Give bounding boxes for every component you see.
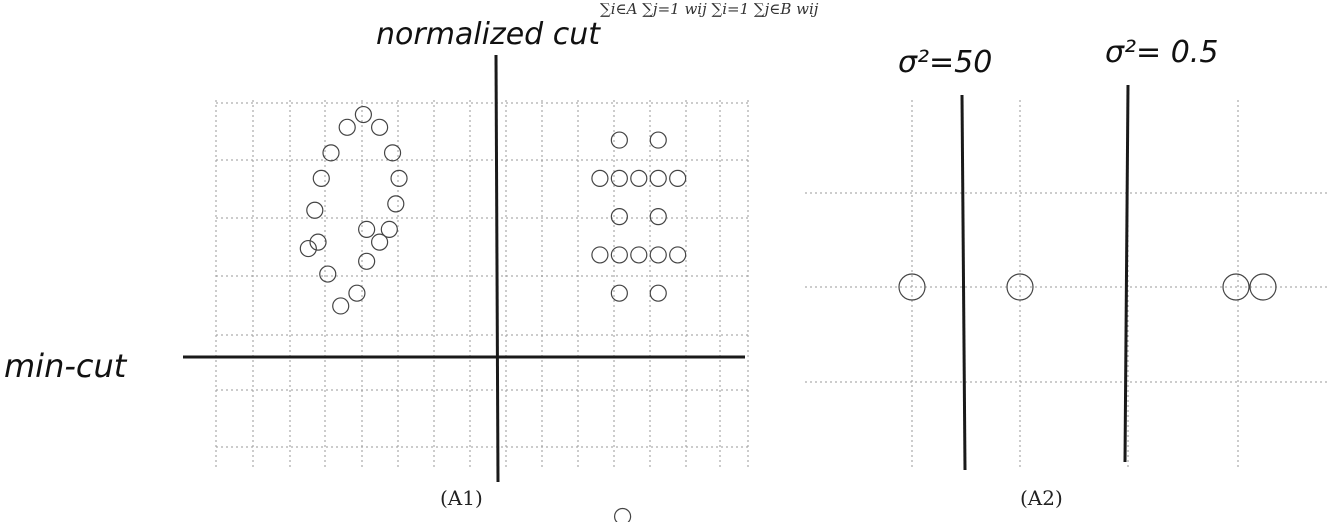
cut-line-sigma-05 <box>1123 84 1130 463</box>
sigma-50-label: σ²=50 <box>898 45 992 80</box>
a1-data-point <box>380 220 398 238</box>
a1-data-point <box>371 233 389 251</box>
a1-data-point <box>630 169 648 187</box>
a1-data-point <box>591 246 609 264</box>
a1-data-point <box>649 131 667 149</box>
top-formula: ∑i∈A ∑j=1 wij ∑i=1 ∑j∈B wij <box>600 0 819 18</box>
cut-line-sigma-50 <box>960 94 967 471</box>
a1-data-point <box>610 246 628 264</box>
a1-data-point <box>338 118 356 136</box>
a1-data-point <box>591 169 609 187</box>
a1-data-point <box>649 284 667 302</box>
a1-data-point <box>332 297 350 315</box>
a2-data-point <box>1222 273 1250 301</box>
a1-data-point <box>354 105 372 124</box>
a1-data-point <box>610 169 628 187</box>
normalized-cut-label: normalized cut <box>376 17 601 52</box>
a1-data-point <box>669 169 687 187</box>
a2-data-point <box>898 273 926 301</box>
caption-a1: (A1) <box>440 486 483 510</box>
panel-a1-points <box>299 105 687 522</box>
a1-data-point <box>669 246 687 264</box>
a1-data-point <box>649 208 667 226</box>
sigma-05-label: σ²= 0.5 <box>1105 35 1218 70</box>
a1-data-point <box>358 252 376 270</box>
a1-data-point <box>383 144 402 162</box>
a1-data-point <box>649 169 667 187</box>
a1-data-point <box>630 246 648 264</box>
panel-a2-points <box>898 273 1277 301</box>
a2-data-point <box>1249 273 1277 301</box>
a1-data-point <box>390 169 408 187</box>
a1-data-point <box>610 284 628 302</box>
a1-data-point <box>649 246 667 264</box>
a1-data-point <box>319 265 337 283</box>
a1-data-point <box>387 195 405 213</box>
panel-a1: normalized cut min-cut (A1) <box>4 17 749 522</box>
panel-a1-grid <box>215 100 749 470</box>
a1-data-point <box>614 507 632 522</box>
a1-data-point <box>306 201 324 219</box>
a1-data-point <box>610 208 628 226</box>
a1-data-point <box>610 131 628 149</box>
normalized-cut-line <box>494 54 500 483</box>
a1-data-point <box>322 144 340 162</box>
a1-data-point <box>371 118 389 136</box>
a1-data-point <box>348 284 366 302</box>
a1-data-point <box>358 220 376 238</box>
a1-data-point <box>309 233 327 251</box>
a1-data-point <box>312 169 330 187</box>
panel-a2: σ²=50 σ²= 0.5 (A2) <box>805 35 1330 510</box>
min-cut-label: min-cut <box>4 347 128 385</box>
a2-data-point <box>1006 273 1034 301</box>
panel-a2-grid <box>805 100 1330 470</box>
caption-a2: (A2) <box>1020 486 1063 510</box>
a1-data-point <box>299 239 317 258</box>
